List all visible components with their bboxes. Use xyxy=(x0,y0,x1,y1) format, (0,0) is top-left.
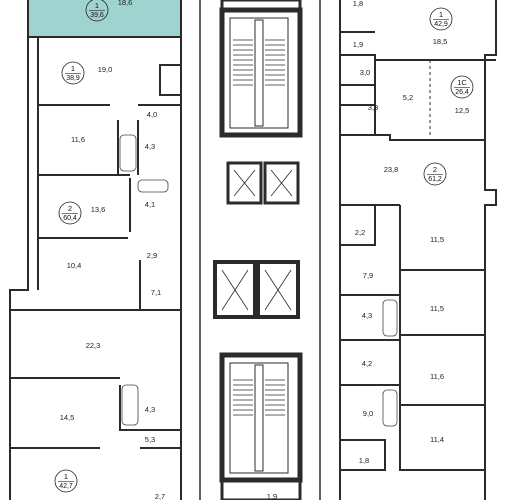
apartment-rooms-count: 1 xyxy=(64,472,68,481)
room-area-label: 5,3 xyxy=(145,435,155,444)
room-area-label: 4,1 xyxy=(145,200,155,209)
room-area-label: 14,5 xyxy=(60,413,75,422)
apartment-total-area: 38,9 xyxy=(66,75,80,82)
apartment-label[interactable]: 139,6 xyxy=(85,0,109,22)
apartment-rooms-count: 2 xyxy=(68,204,72,213)
apartment-label[interactable]: 142,7 xyxy=(54,469,78,493)
apartment-badge-circle xyxy=(85,0,109,22)
room-area-label: 2,2 xyxy=(355,228,365,237)
apartment-rooms-count: 1С xyxy=(457,78,467,87)
room-area-label: 11,5 xyxy=(430,235,444,244)
apartment-label[interactable]: 142,9 xyxy=(429,7,453,31)
building-core xyxy=(213,0,303,500)
room-area-label: 23,8 xyxy=(384,165,399,174)
room-area-label: 11,6 xyxy=(430,372,444,381)
apartment-label[interactable]: 138,9 xyxy=(61,61,85,85)
room-area-label: 1,8 xyxy=(353,0,363,8)
apartment-badge-circle xyxy=(61,61,85,85)
room-area-label: 3,0 xyxy=(360,68,370,77)
apartment-total-area: 26,4 xyxy=(455,89,469,96)
apartment-label[interactable]: 261,2 xyxy=(423,162,447,186)
apartment-rooms-count: 1 xyxy=(95,1,99,10)
apartment-total-area: 61,2 xyxy=(428,176,442,183)
room-area-label: 4,2 xyxy=(362,359,372,368)
apartment-total-area: 42,9 xyxy=(434,21,448,28)
room-area-label: 2,9 xyxy=(147,251,157,260)
apartment-rooms-count: 1 xyxy=(71,64,75,73)
room-area-label: 4,3 xyxy=(362,311,372,320)
room-area-label: 18,6 xyxy=(118,0,133,7)
room-area-label: 18,5 xyxy=(433,37,448,46)
room-area-label: 11,5 xyxy=(430,304,444,313)
room-area-label: 5,2 xyxy=(403,93,413,102)
room-area-label: 1,9 xyxy=(353,40,363,49)
apartment-badge-circle xyxy=(54,469,78,493)
room-area-label: 11,6 xyxy=(71,135,85,144)
room-area-label: 2,7 xyxy=(155,492,165,500)
room-area-label: 19,0 xyxy=(98,65,113,74)
room-area-label: 1,8 xyxy=(359,456,369,465)
apartment-total-area: 39,6 xyxy=(90,12,104,19)
corridor-walls xyxy=(199,0,321,500)
room-area-label: 9,0 xyxy=(363,409,373,418)
apartment-rooms-count: 1 xyxy=(439,10,443,19)
room-area-label: 22,3 xyxy=(86,341,101,350)
room-area-label: 4,3 xyxy=(145,142,155,151)
room-area-label: 13,6 xyxy=(91,205,106,214)
bathtubs xyxy=(119,134,398,427)
room-area-label: 11,4 xyxy=(430,435,444,444)
apartment-label[interactable]: 260,4 xyxy=(58,201,82,225)
room-area-label: 7,9 xyxy=(363,271,373,280)
apartment-badge-circle xyxy=(58,201,82,225)
apartment-rooms-count: 2 xyxy=(433,165,437,174)
room-area-label: 7,1 xyxy=(151,288,161,297)
apartment-total-area: 60,4 xyxy=(63,215,77,222)
room-area-label: 12,5 xyxy=(455,106,470,115)
apartment-badge-circle xyxy=(450,75,474,99)
apartment-total-area: 42,7 xyxy=(59,483,73,490)
room-area-label: 4,0 xyxy=(147,110,157,119)
apartment-badge-circle xyxy=(423,162,447,186)
room-area-label: 3,8 xyxy=(368,103,378,112)
walls xyxy=(9,0,497,500)
room-area-label: 4,3 xyxy=(145,405,155,414)
room-area-label: 1,9 xyxy=(267,492,277,500)
apartment-badge-circle xyxy=(429,7,453,31)
apartment-label[interactable]: 1С 26,4 xyxy=(450,75,474,99)
room-area-label: 10,4 xyxy=(67,261,82,270)
